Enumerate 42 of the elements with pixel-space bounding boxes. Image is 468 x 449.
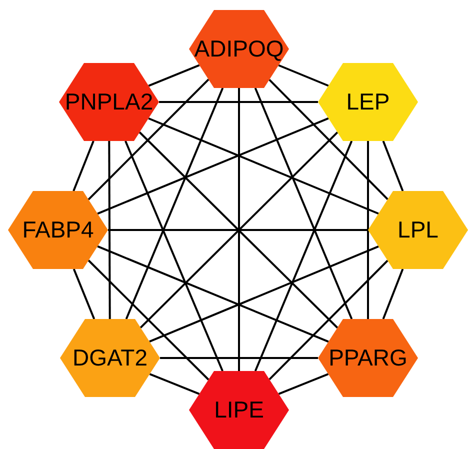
connector-line	[72, 268, 96, 320]
connector-line	[149, 245, 379, 343]
connector-line	[88, 260, 210, 380]
gene-label: LPL	[398, 218, 438, 242]
connector-line	[268, 78, 388, 200]
gene-hexagon	[189, 10, 289, 88]
connector-line	[159, 101, 318, 103]
connector-line	[254, 88, 353, 320]
gene-hexagon	[368, 191, 468, 269]
gene-label: FABP4	[22, 218, 94, 242]
gene-hexagon	[318, 63, 418, 141]
gene-label: LEP	[346, 90, 390, 114]
connector-line	[367, 141, 369, 319]
connector-line	[382, 268, 404, 320]
gene-hexagon	[59, 63, 159, 141]
connector-line	[278, 64, 329, 87]
gene-hexagon	[60, 319, 160, 397]
connector-line	[278, 373, 329, 395]
gene-hexagon	[8, 191, 108, 269]
gene-hexagon	[318, 319, 418, 397]
connector-line	[148, 64, 200, 87]
connector-line	[148, 117, 379, 215]
connector-line	[124, 140, 224, 372]
gene-label: PPARG	[328, 346, 408, 370]
connector-line	[149, 373, 200, 395]
gene-hexagon	[189, 371, 289, 449]
gene-label: PNPLA2	[64, 90, 154, 114]
gene-label: DGAT2	[72, 346, 148, 370]
connector-line	[108, 141, 111, 319]
connector-line	[254, 140, 353, 372]
connector-line	[382, 140, 404, 192]
connector-line	[108, 229, 368, 231]
connector-line	[238, 88, 240, 371]
gene-label: LIPE	[214, 398, 264, 422]
connector-line	[88, 78, 210, 200]
gene-label: ADIPOQ	[194, 38, 284, 60]
connector-line	[97, 245, 329, 343]
connector-line	[72, 140, 94, 192]
connector-line	[160, 357, 318, 359]
connector-line	[97, 117, 329, 215]
connector-line	[125, 88, 224, 320]
connector-line	[268, 260, 388, 380]
